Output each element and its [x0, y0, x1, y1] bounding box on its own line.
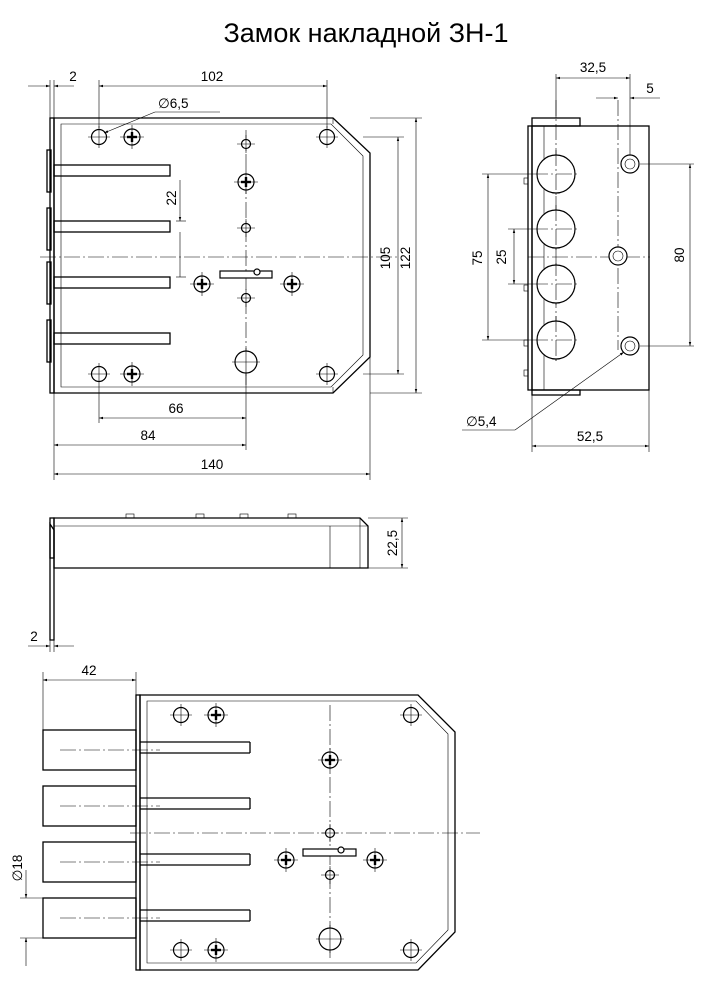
screw-icon — [316, 746, 344, 774]
mounting-hole-icon — [169, 938, 193, 962]
screw-icon — [202, 936, 230, 964]
dim-25: 25 — [494, 249, 509, 264]
dim-bolt-dia: ∅18 — [10, 855, 25, 882]
screw-icon — [118, 123, 146, 151]
dim-bolt-pitch: 22 — [164, 190, 179, 205]
screw-icon — [118, 360, 146, 388]
small-hole-icon — [236, 134, 256, 154]
dim-hole-dia-side: ∅5,4 — [466, 414, 497, 429]
mounting-hole-icon — [169, 703, 193, 727]
bolt-end-icon — [531, 204, 581, 254]
bolt-end-icon — [531, 149, 581, 199]
dim-32-5: 32,5 — [580, 60, 606, 75]
small-hole-icon — [320, 823, 340, 843]
dim-75: 75 — [470, 250, 485, 265]
screw-icon — [361, 846, 389, 874]
dim-height-outer: 122 — [398, 247, 413, 270]
front-view: 2 102 ∅6,5 22 105 122 66 84 — [28, 69, 422, 480]
dim-flange-top: 2 — [30, 629, 38, 644]
mounting-hole-icon — [87, 362, 111, 386]
dim-hole-dia: ∅6,5 — [158, 96, 189, 111]
mounting-hole-icon — [315, 125, 339, 149]
mounting-hole-icon — [399, 938, 423, 962]
small-hole-icon — [236, 288, 256, 308]
screw-icon — [188, 270, 216, 298]
mounting-hole-icon — [399, 703, 423, 727]
dim-42: 42 — [81, 663, 96, 678]
screw-icon — [272, 846, 300, 874]
bottom-view: 42 ∅18 — [10, 663, 480, 971]
dim-height-inner: 105 — [378, 247, 393, 270]
small-hole-icon — [236, 218, 256, 238]
bolt-end-icon — [531, 315, 581, 365]
dim-5: 5 — [646, 81, 654, 96]
screw-icon — [278, 270, 306, 298]
dim-140: 140 — [201, 457, 224, 472]
dim-flange: 2 — [69, 69, 77, 84]
dim-top-holes: 102 — [201, 69, 224, 84]
screw-icon — [232, 168, 260, 196]
dim-22-5: 22,5 — [385, 530, 400, 556]
dim-66: 66 — [168, 401, 183, 416]
dim-52-5: 52,5 — [577, 429, 603, 444]
bolt-end-icon — [531, 259, 581, 309]
screw-icon — [202, 701, 230, 729]
small-hole-icon — [320, 865, 340, 885]
mounting-hole-icon — [87, 125, 111, 149]
dim-80: 80 — [672, 247, 687, 262]
drawing-title: Замок накладной ЗН-1 — [223, 18, 508, 48]
dim-84: 84 — [140, 428, 156, 443]
side-view: 32,5 5 75 25 80 ∅5,4 52,5 — [462, 60, 694, 452]
mounting-hole-icon — [315, 362, 339, 386]
top-view: 22,5 2 — [28, 513, 408, 652]
